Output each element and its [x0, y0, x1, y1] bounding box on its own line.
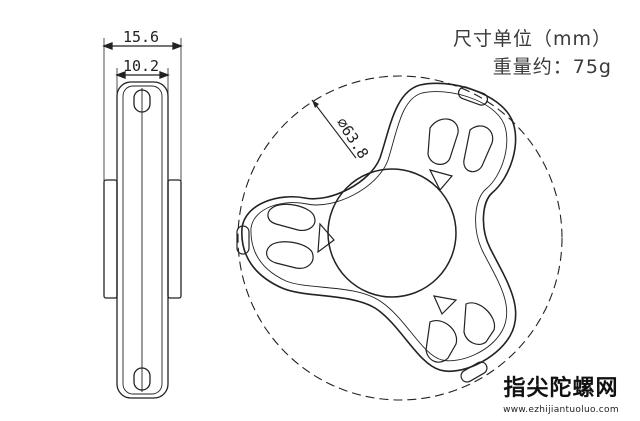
unit-label: 尺寸单位（mm） [452, 28, 612, 50]
cutout-bottom-2 [463, 302, 496, 345]
logo-url: www.ezhijiantuoluo.com [503, 405, 619, 415]
front-view [236, 75, 563, 401]
spinner-body [236, 82, 517, 383]
dim-inner-width-text: 10.2 [123, 57, 159, 75]
side-slot-bottom [133, 367, 151, 391]
logo-text: 指尖陀螺网 [503, 376, 619, 401]
dim-diameter-leader [311, 99, 357, 159]
cutout-left-2 [266, 241, 314, 269]
cutout-top-2 [463, 125, 494, 173]
outline-circle-dashed [237, 75, 563, 401]
cutout-top-1 [427, 118, 459, 165]
dim-outer-width-text: 15.6 [123, 28, 159, 46]
cutout-left-1 [267, 203, 316, 231]
cutout-left-tri [317, 222, 335, 254]
slot-top [457, 86, 489, 106]
slot-left [236, 225, 250, 255]
cutout-top-tri [428, 169, 454, 192]
cutout-bottom-tri [432, 295, 458, 316]
side-slot-top [133, 89, 151, 113]
dim-arrow-left [102, 42, 113, 50]
dim-diameter-arrow [312, 100, 319, 108]
bearing-right [167, 179, 182, 299]
dim-arrow-right-inner [159, 71, 170, 79]
dim-diameter-text: ⌀63.8 [333, 114, 373, 162]
site-logo: 指尖陀螺网 www.ezhijiantuoluo.com [496, 370, 626, 415]
dim-arrow-right [172, 42, 183, 50]
side-view [102, 38, 183, 399]
spinner-outline [241, 82, 517, 372]
bearing-left [103, 179, 118, 299]
side-body-inner [122, 85, 163, 395]
spinner-outline-inner [250, 91, 508, 362]
dim-arrow-left-inner [115, 71, 126, 79]
side-body-outer [116, 81, 169, 399]
slot-bottom [460, 361, 488, 383]
cutout-bottom-1 [425, 320, 458, 363]
weight-label: 重量约：75g [492, 56, 612, 78]
center-hub [327, 168, 457, 298]
